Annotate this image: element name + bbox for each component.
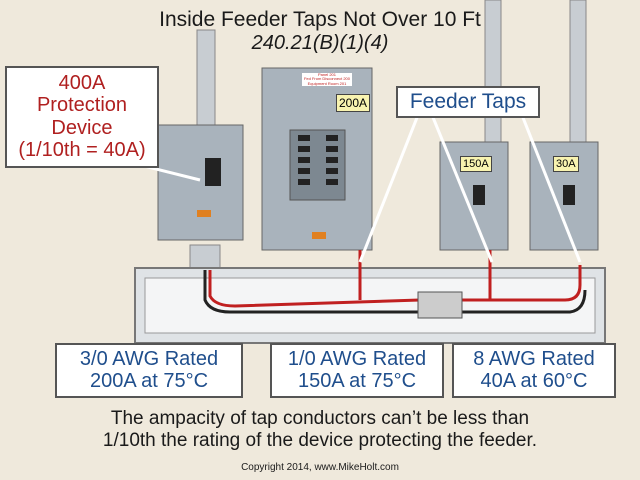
rating-30a: 30A [553, 156, 579, 172]
rating-200a: 200A [336, 94, 371, 112]
panel-label-line: Equipment Room 201 [307, 80, 347, 86]
conductor-callout-8: 8 AWG Rated 40A at 60°C [452, 343, 616, 398]
disconnect-switch [205, 158, 221, 186]
callout-line: 150A at 75°C [297, 370, 417, 393]
callout-line: 40A at 60°C [480, 370, 588, 393]
panel-label: Panel 201 Fed From Disconnect 200 Equipm… [302, 72, 352, 87]
callout-line: 8 AWG Rated [473, 348, 595, 370]
callout-line: Protection Device [36, 94, 128, 139]
feeder-taps-callout: Feeder Taps [396, 86, 540, 118]
footnote-line: 1/10th the rating of the device protecti… [102, 430, 538, 451]
copyright: Copyright 2014, www.MikeHolt.com [241, 462, 399, 473]
panel-label-line: Fed From Disconnect 200 [303, 76, 351, 82]
conductor-callout-3-0: 3/0 AWG Rated 200A at 75°C [55, 343, 243, 398]
protection-device-callout: 400A Protection Device (1/10th = 40A) [5, 66, 159, 168]
footnote: The ampacity of tap conductors can’t be … [0, 408, 640, 452]
tap-connector [417, 291, 463, 319]
subtitle: 240.21(B)(1)(4) [251, 32, 389, 54]
callout-line: 400A [58, 72, 106, 94]
title: Inside Feeder Taps Not Over 10 Ft [159, 8, 481, 31]
wireway-interior [144, 277, 596, 334]
warning-label [197, 210, 211, 217]
callout-line: 3/0 AWG Rated [79, 348, 219, 370]
callout-line: 200A at 75°C [89, 370, 209, 393]
callout-line: 1/0 AWG Rated [287, 348, 427, 370]
footnote-line: The ampacity of tap conductors can’t be … [110, 408, 530, 429]
conductor-callout-1-0: 1/0 AWG Rated 150A at 75°C [270, 343, 444, 398]
panel-label-line: Panel 201 [317, 72, 336, 77]
callout-line: (1/10th = 40A) [18, 139, 146, 162]
warning-label [312, 232, 326, 239]
breaker-area [289, 129, 346, 201]
disconnect-enclosure [157, 124, 244, 241]
rating-150a: 150A [460, 156, 492, 172]
